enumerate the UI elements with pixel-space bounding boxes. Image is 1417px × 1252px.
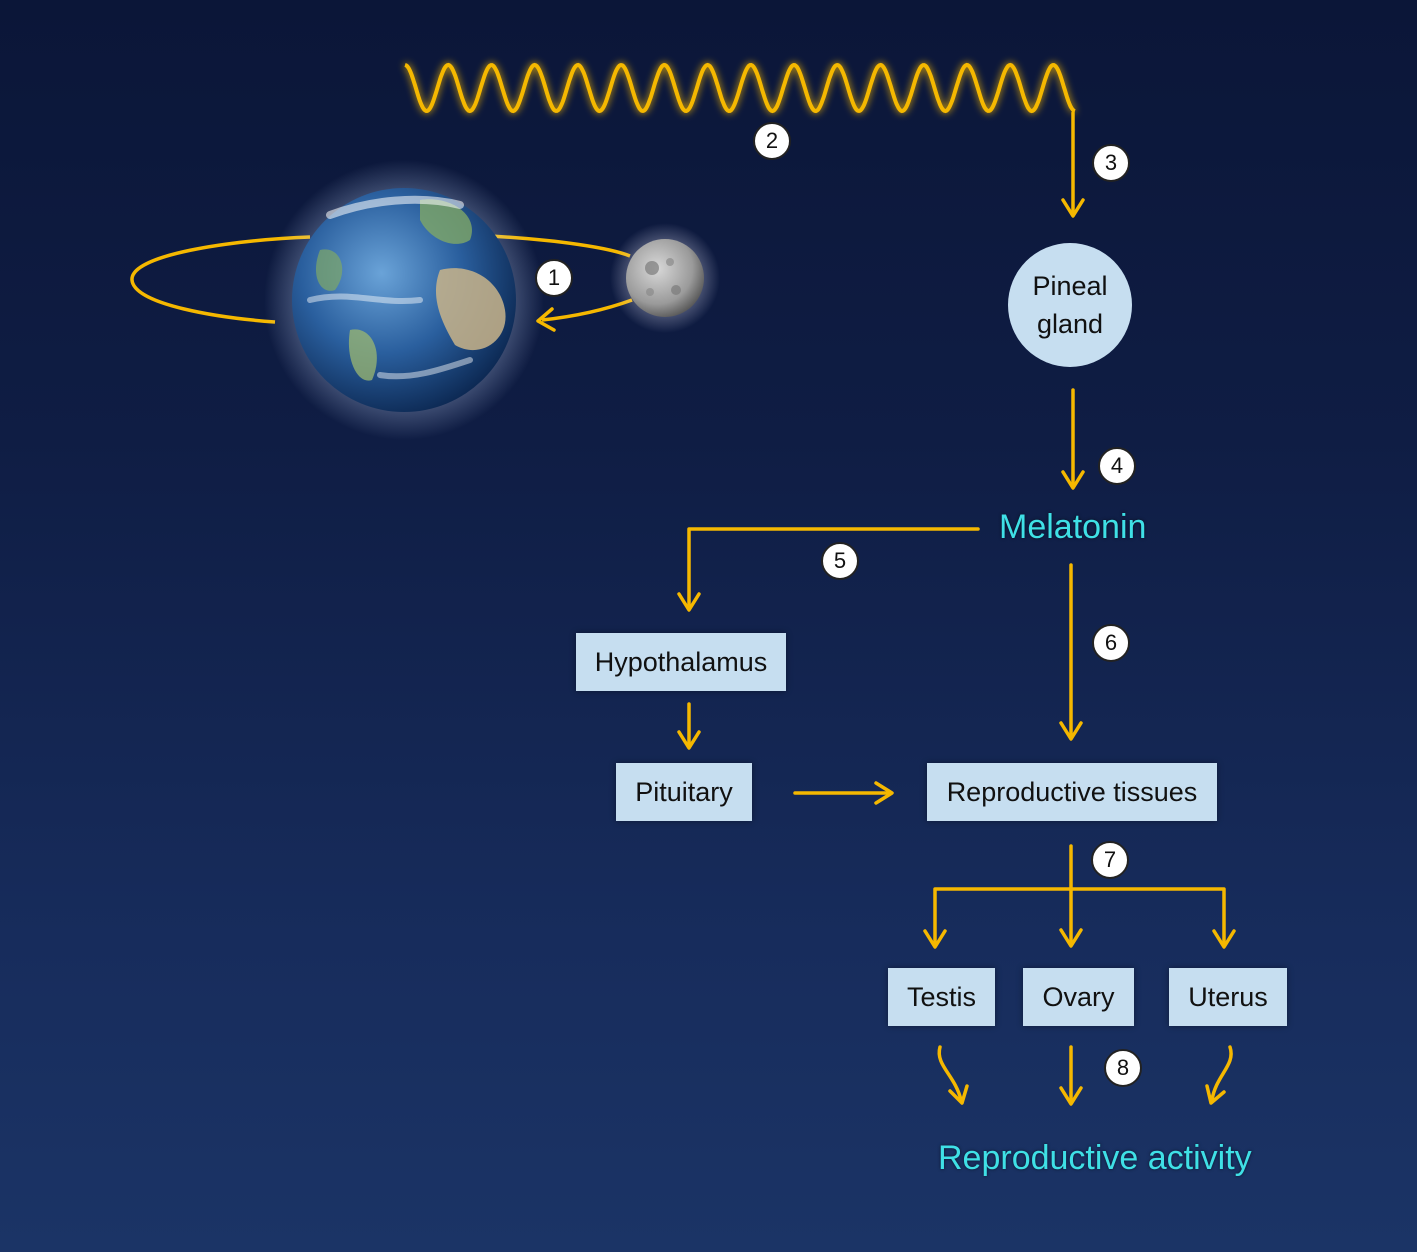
pineal-label-line1: Pineal <box>1032 271 1108 301</box>
orbit-arrowhead <box>536 307 556 332</box>
ovary-box: Ovary <box>1023 968 1134 1026</box>
reproductive-activity-label: Reproductive activity <box>938 1139 1252 1177</box>
reproductive-tissues-box: Reproductive tissues <box>927 763 1217 821</box>
earth-icon <box>264 160 544 440</box>
moon-icon <box>610 223 720 333</box>
orbit-path <box>130 235 311 324</box>
step-badge-7: 7 <box>1091 841 1129 879</box>
melatonin-label: Melatonin <box>999 508 1147 546</box>
step-badge-8: 8 <box>1104 1049 1142 1087</box>
light-wave-icon <box>404 62 1076 114</box>
step-badge-1: 1 <box>535 259 573 297</box>
step-badge-3: 3 <box>1092 144 1130 182</box>
pineal-gland-node: Pineal gland <box>1008 243 1132 367</box>
pituitary-box: Pituitary <box>616 763 752 821</box>
hypothalamus-box: Hypothalamus <box>576 633 786 691</box>
step-badge-5: 5 <box>821 542 859 580</box>
uterus-box: Uterus <box>1169 968 1287 1026</box>
arrows <box>677 111 1236 1106</box>
step-badge-2: 2 <box>753 122 791 160</box>
testis-box: Testis <box>888 968 995 1026</box>
step-badge-6: 6 <box>1092 624 1130 662</box>
pineal-label-line2: gland <box>1036 309 1104 339</box>
step-badge-4: 4 <box>1098 447 1136 485</box>
